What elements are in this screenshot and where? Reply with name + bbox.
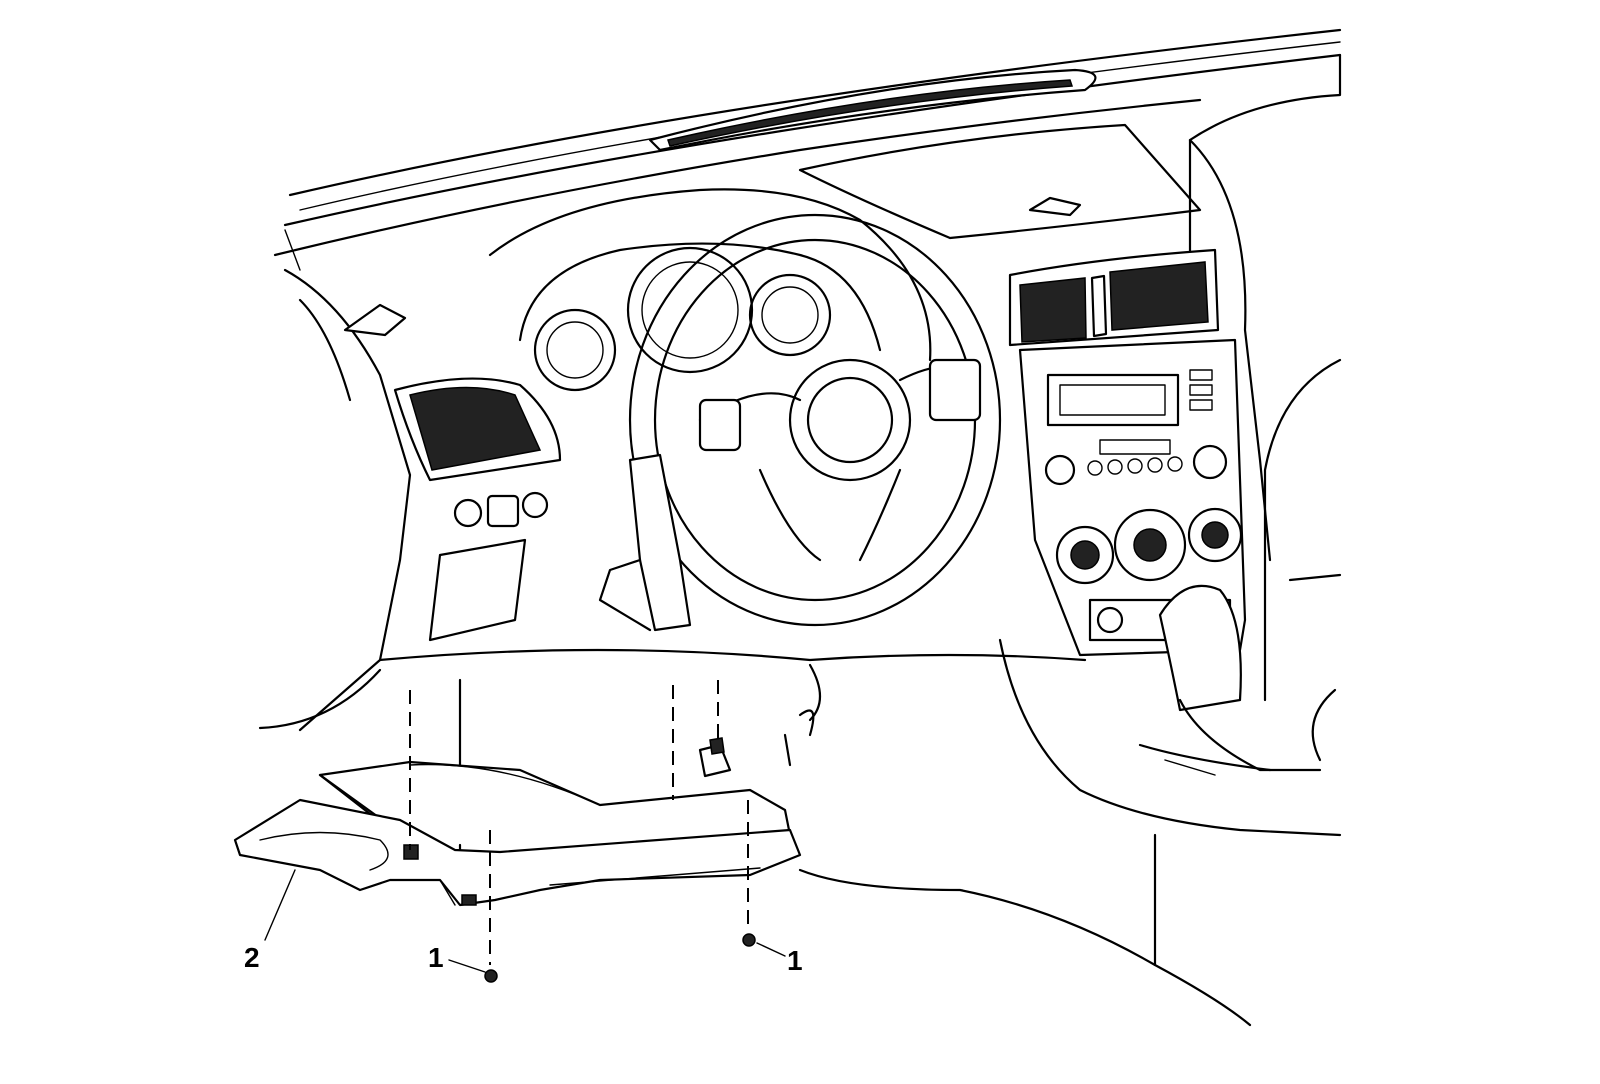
module-bracket xyxy=(233,798,802,907)
leader-lines xyxy=(264,869,786,973)
headlamp-switches xyxy=(453,491,549,528)
steering-wheel xyxy=(628,213,1002,627)
bolt-icon xyxy=(484,969,498,983)
alignment-lines xyxy=(409,680,749,965)
dashboard-top xyxy=(273,28,1342,271)
left-dash-panel xyxy=(258,268,1087,732)
gear-shifter xyxy=(1138,584,1322,776)
bolt-icon xyxy=(742,933,756,947)
floor xyxy=(783,663,1252,1027)
climate-controls xyxy=(1055,507,1243,585)
steering-column xyxy=(598,453,692,632)
passenger-airbag-panel xyxy=(798,123,1202,240)
instrument-cluster xyxy=(488,188,932,392)
fastener-icons xyxy=(484,933,756,983)
callout-module-bracket: 2 xyxy=(244,942,260,973)
defroster-vent xyxy=(648,68,1097,152)
center-stack xyxy=(1018,338,1247,657)
radio-buttons xyxy=(1044,369,1228,486)
callout-fastener-left: 1 xyxy=(428,942,444,973)
right-trim xyxy=(998,138,1342,967)
callout-fastener-right: 1 xyxy=(787,945,803,976)
center-vents xyxy=(1008,248,1220,347)
